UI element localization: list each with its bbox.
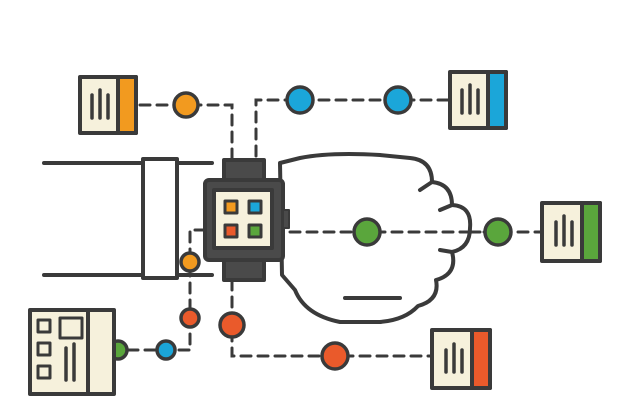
card-icon-red — [430, 328, 492, 390]
arm — [42, 157, 214, 280]
finger-crease-3 — [438, 248, 454, 254]
card-icon-green — [540, 201, 602, 263]
app-tile-green — [247, 223, 263, 239]
dot-blue-left — [155, 339, 177, 361]
dot-blue-top-2 — [383, 85, 413, 115]
finger-crease-2 — [438, 203, 454, 212]
dot-green-right-2 — [483, 217, 513, 247]
card-icon-grid — [28, 308, 116, 396]
dot-orange-top — [172, 91, 200, 119]
hand-creases — [343, 180, 454, 300]
dot-red-bottom-1 — [218, 311, 246, 339]
connector-bottom-right — [230, 278, 434, 358]
connector-top-right — [254, 98, 450, 162]
watch-screen — [212, 188, 274, 250]
dot-red-left — [179, 307, 201, 329]
card-icon-blue — [448, 70, 508, 130]
dot-orange-small — [179, 251, 201, 273]
dot-red-bottom-2 — [320, 341, 350, 371]
smartwatch-icon — [203, 158, 290, 282]
card-icon-orange — [78, 75, 138, 135]
connector-bottom-left — [113, 228, 207, 352]
dot-green-right-1 — [352, 217, 382, 247]
finger-crease-1 — [418, 180, 434, 192]
sleeve-cuff — [141, 157, 179, 280]
connector-top-left — [138, 103, 234, 162]
watch-crown — [282, 209, 290, 229]
dot-blue-top-1 — [285, 85, 315, 115]
app-tile-orange — [223, 199, 239, 215]
node-dots — [107, 85, 513, 371]
app-tile-blue — [247, 199, 263, 215]
app-tile-red — [223, 223, 239, 239]
